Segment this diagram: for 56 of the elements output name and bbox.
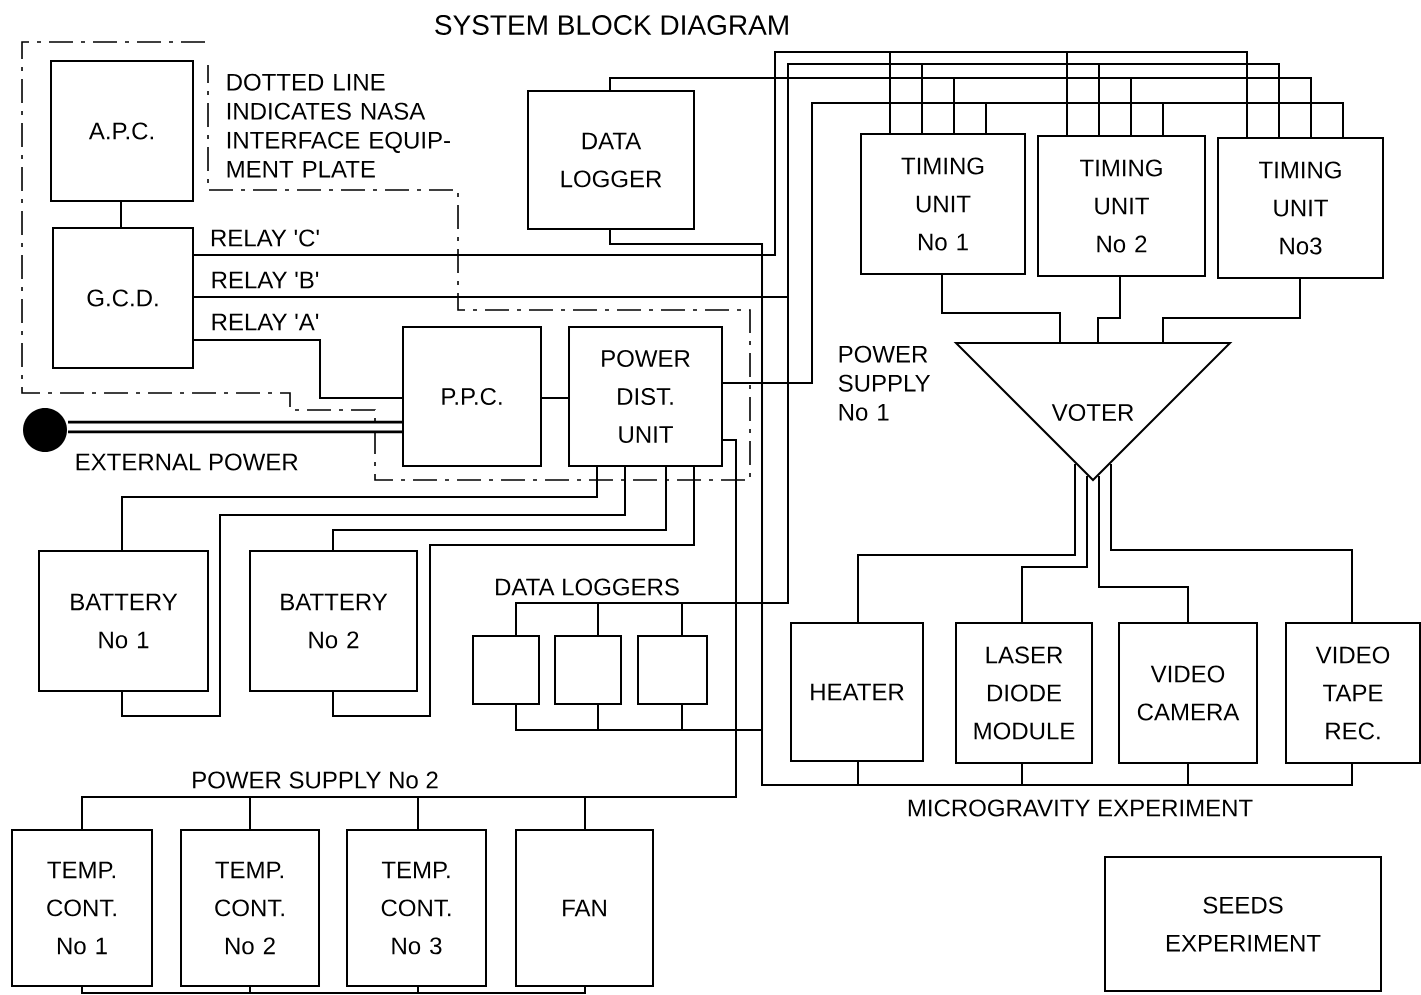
connection-line <box>1110 463 1353 623</box>
connection-line <box>332 466 667 551</box>
connection-line <box>193 63 1280 636</box>
block-box: TIMING UNIT No 1 <box>860 133 1026 275</box>
block-box: BATTERY No 1 <box>38 550 209 692</box>
connection-line <box>332 466 695 717</box>
edge-label: RELAY 'B' <box>208 269 322 291</box>
block-box: LASER DIODE MODULE <box>955 622 1093 764</box>
block-box: G.C.D. <box>52 227 194 369</box>
block-box: FAN <box>515 829 654 987</box>
connection-line <box>515 229 1353 786</box>
section-label: MICROGRAVITY EXPERIMENT <box>908 799 1253 817</box>
connection-line <box>541 397 569 399</box>
connection-line <box>81 986 251 994</box>
connection-line <box>722 102 1344 384</box>
connection-line <box>1098 475 1189 623</box>
connection-line <box>121 466 598 551</box>
connection-line <box>81 439 737 830</box>
connection-line <box>941 274 1061 344</box>
block-box: TEMP. CONT. No 1 <box>11 829 153 987</box>
block-box: TIMING UNIT No 2 <box>1037 135 1206 277</box>
block-box: TEMP. CONT. No 3 <box>346 829 487 987</box>
connection-line <box>857 463 1076 623</box>
section-label: POWER SUPPLY No 1 <box>838 345 931 421</box>
connection-line <box>249 986 419 994</box>
connection-line <box>193 51 1248 256</box>
block-box: SEEDS EXPERIMENT <box>1104 856 1382 992</box>
block-box: VIDEO CAMERA <box>1118 622 1258 764</box>
connection-line <box>417 986 586 994</box>
block-box <box>554 635 622 705</box>
block-box <box>637 635 708 705</box>
block-box <box>472 635 540 705</box>
node-caption: EXTERNAL POWER <box>76 453 298 471</box>
connection-line <box>121 466 626 717</box>
block-box: VIDEO TAPE REC. <box>1285 622 1421 764</box>
block-box: HEATER <box>790 622 924 762</box>
block-box: DATA LOGGER <box>527 90 695 230</box>
edge-label: RELAY 'A' <box>208 311 322 333</box>
block-box: TEMP. CONT. No 2 <box>180 829 320 987</box>
connection-line <box>120 201 122 228</box>
block-box: POWER DIST. UNIT <box>568 326 723 467</box>
connection-line <box>68 420 402 434</box>
edge-label: RELAY 'C' <box>207 227 323 249</box>
connection-line <box>1162 278 1301 344</box>
block-box: P.P.C. <box>402 326 542 467</box>
section-label: DATA LOGGERS <box>496 578 679 596</box>
connection-line <box>1021 475 1088 623</box>
connection-line <box>193 339 403 399</box>
section-label: POWER SUPPLY No 2 <box>193 771 438 789</box>
diagram-title: SYSTEM BLOCK DIAGRAM <box>435 15 788 35</box>
block-box: TIMING UNIT No3 <box>1217 137 1384 279</box>
block-box: BATTERY No 2 <box>249 550 418 692</box>
connection-line <box>609 77 1312 138</box>
note-text: DOTTED LINE INDICATES NASA INTERFACE EQUIP- MENT PLATE <box>227 73 450 178</box>
connection-line <box>1097 276 1121 344</box>
block-box: A.P.C. <box>50 60 194 202</box>
